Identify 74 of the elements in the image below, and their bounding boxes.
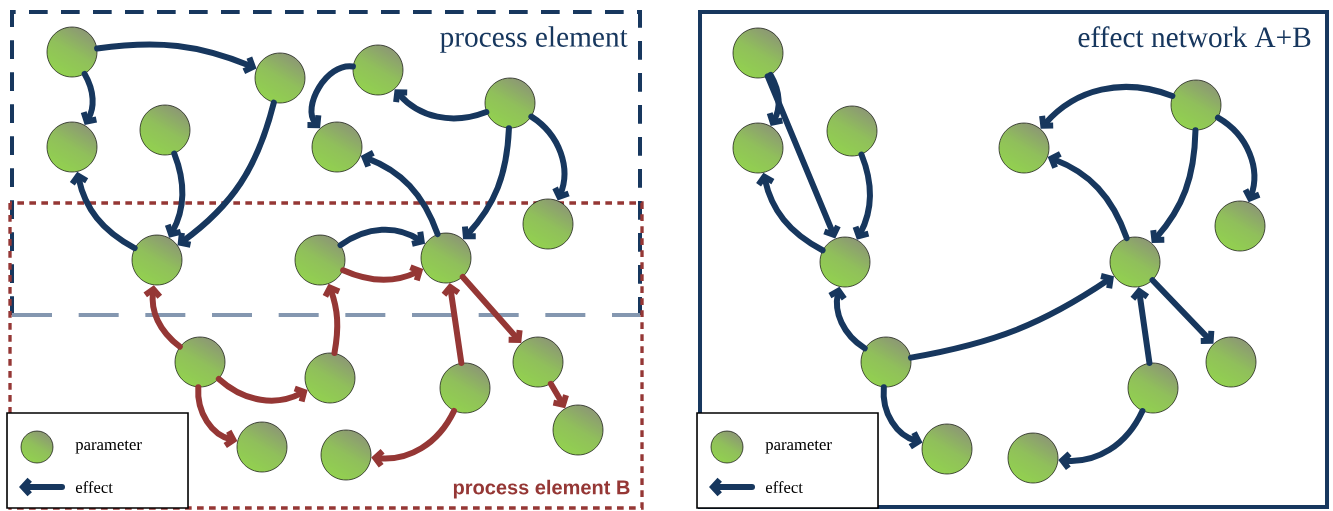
arrow [441,283,465,366]
arrow [94,41,257,74]
parameter-circle [998,122,1050,174]
arrow [1039,83,1176,129]
parameter-circle [512,336,564,388]
parameter-circle [1127,362,1179,414]
arrow [322,283,341,357]
parameter-circle [1007,432,1059,484]
parameter-circle [46,121,98,173]
arrow [340,264,424,284]
arrow [69,171,138,252]
arrow [393,89,490,122]
parameter-circle [552,404,604,456]
arrow [143,285,183,350]
parameter-circle [236,421,288,473]
arrow [1130,287,1153,366]
arrow [1058,408,1146,471]
parameter-circle [439,362,491,414]
parameter-circle [522,198,574,250]
arrow [1047,151,1130,242]
arrow [215,375,308,404]
arrow [371,407,458,468]
arrow [164,150,186,238]
parameter-circle [174,336,226,388]
parameter-circle [311,121,363,173]
parameter-circle [732,27,784,79]
arrow [547,380,569,409]
parameter-circle [46,26,98,78]
parameter-circle [1214,200,1266,252]
parameter-circle [352,44,404,96]
legend-label: effect [765,481,803,493]
parameter-circle [254,52,306,104]
parameter-circle [304,352,356,404]
legend-label: effect [75,481,113,493]
parameter-circle [921,423,973,475]
legend-label: parameter [765,440,832,454]
arrow [307,63,356,129]
parameter-circle [139,104,191,156]
arrow [880,384,923,450]
arrow [1214,114,1261,203]
legend-label: parameter [75,440,142,454]
arrow [80,70,98,126]
parameter-circle [131,234,183,286]
parameter-circle [732,122,784,174]
dotted-frame [8,201,644,510]
parameter-circle [420,232,472,284]
parameter-circle [294,234,346,286]
parameter-circle [1170,79,1222,131]
arrow [195,384,238,448]
arrow [459,274,523,344]
parameter-circle [826,105,878,157]
parameter-circle [320,429,372,481]
arrow [337,226,426,249]
box-title: process element B [451,478,632,500]
arrow [177,99,277,248]
parameter-circle [1109,236,1161,288]
parameter-circle [819,236,871,288]
arrow [1149,277,1215,345]
arrow [1150,127,1199,243]
arrow [852,151,874,240]
arrow [828,286,868,352]
parameter-circle [1205,336,1257,388]
parameter-circle [860,336,912,388]
arrow [766,71,784,127]
arrow [756,172,826,254]
parameter-circle [484,77,536,129]
box-title: effect network A+B [1078,26,1311,48]
box-title: process element [440,26,628,53]
arrow [360,150,441,238]
dashed-frame [10,10,642,317]
arrow [764,73,841,239]
arrow [461,125,512,240]
arrow [528,113,570,201]
arrow [907,273,1114,361]
